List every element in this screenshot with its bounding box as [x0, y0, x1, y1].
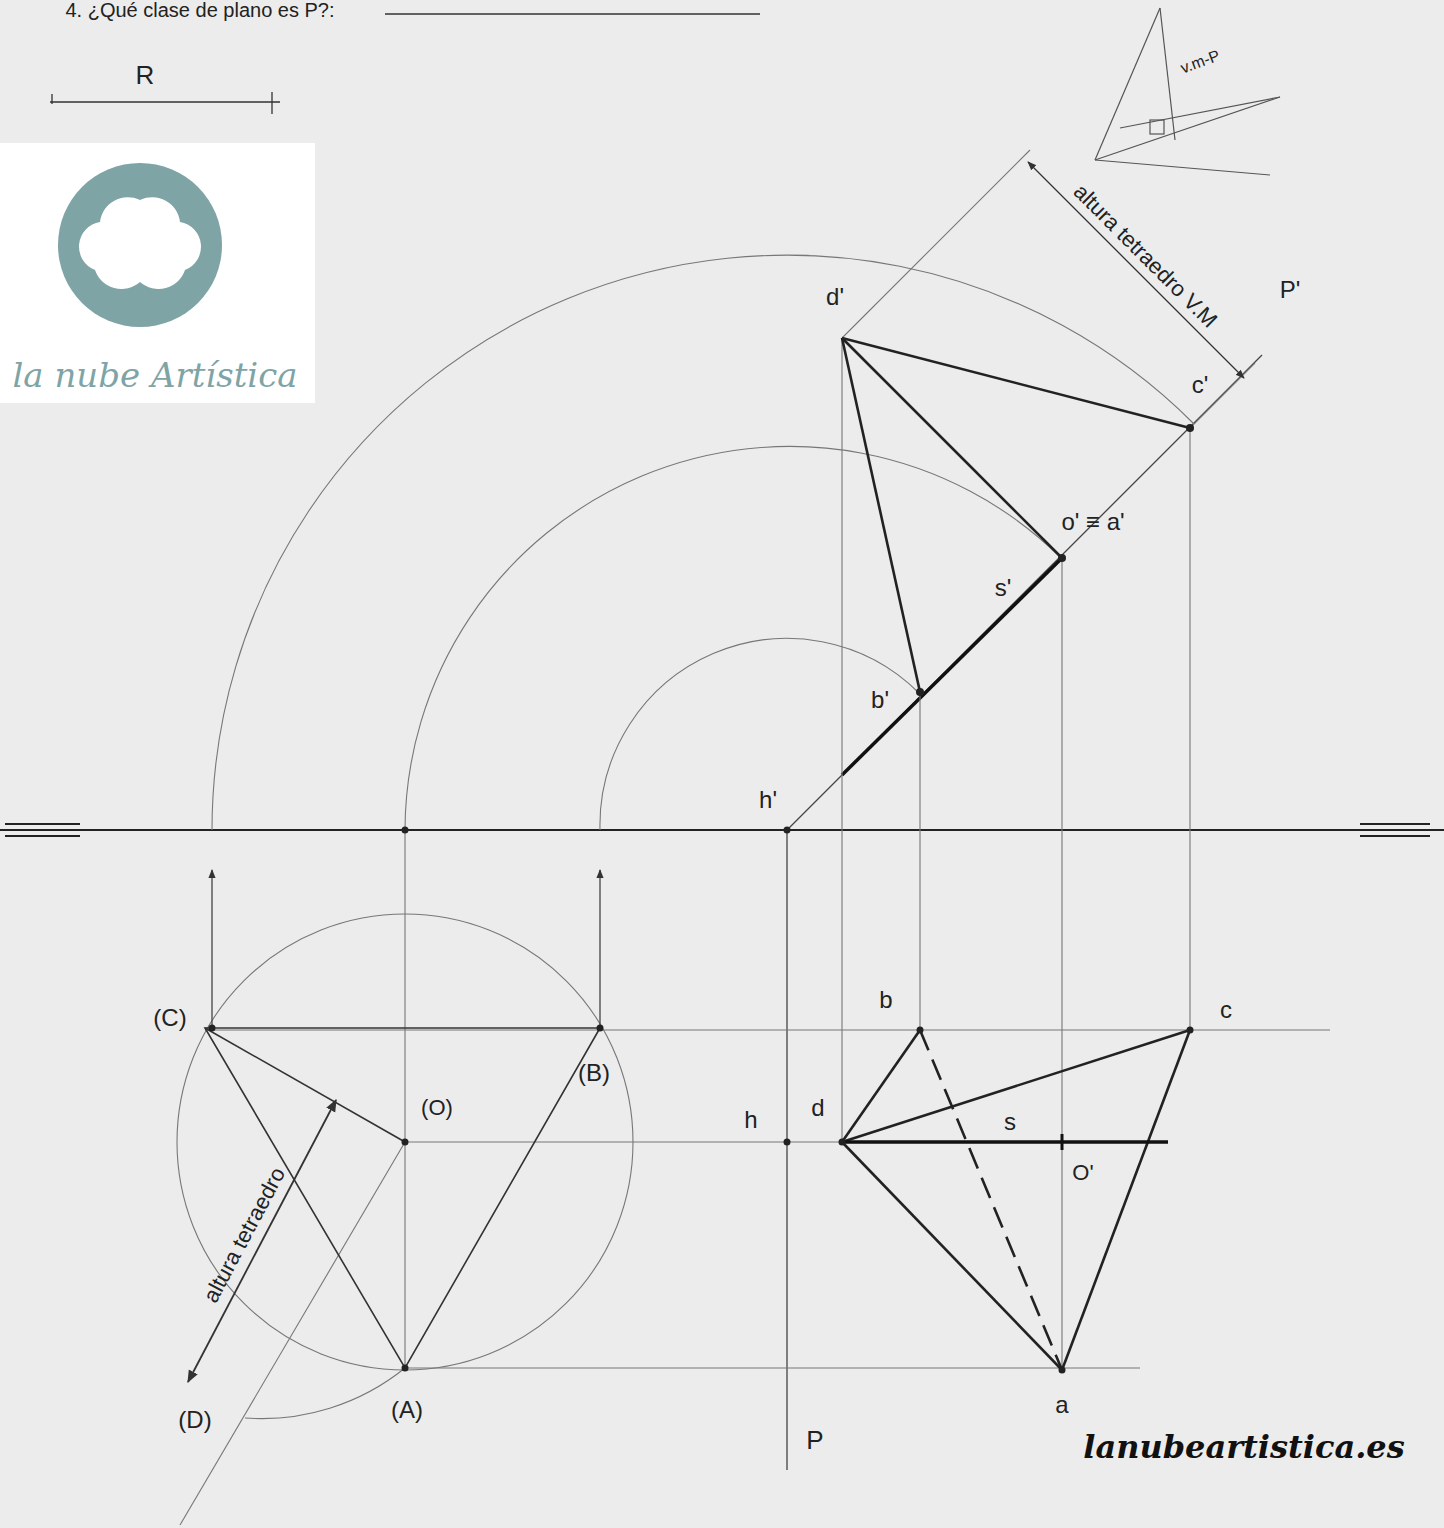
- dimension-label: altura tetraedro V.M: [1069, 180, 1221, 332]
- point-label: c': [1192, 373, 1209, 397]
- point-label: d: [811, 1096, 824, 1120]
- rebatted-point-label: (B): [578, 1061, 610, 1085]
- watermark: lanubeartistica.es: [1083, 1431, 1404, 1463]
- point-label: o' ≡ a': [1061, 510, 1124, 534]
- point-label: h': [759, 788, 777, 812]
- rebatted-point-label: (D): [178, 1408, 211, 1432]
- question-heading: 4. ¿Qué clase de plano es P?:: [65, 0, 334, 20]
- point-label: b: [879, 988, 892, 1012]
- logo-text: la nube Artística: [12, 358, 297, 392]
- trace-label: P: [806, 1427, 823, 1453]
- point-label: c: [1220, 998, 1232, 1022]
- dimension-label: altura tetraedro: [200, 1164, 289, 1306]
- point-label: O': [1072, 1162, 1093, 1184]
- point-label: h: [744, 1108, 757, 1132]
- scale-label: R: [136, 62, 155, 88]
- inset-label: v.m-P: [1178, 48, 1222, 77]
- rebatted-point-label: (A): [391, 1398, 423, 1422]
- point-label: d': [826, 285, 844, 309]
- rebatted-point-label: (O): [421, 1097, 453, 1119]
- point-label: b': [871, 688, 889, 712]
- rebatted-point-label: (C): [153, 1006, 186, 1030]
- trace-label: P': [1280, 278, 1301, 302]
- point-label: a: [1055, 1393, 1068, 1417]
- line-label: s: [1004, 1110, 1016, 1134]
- line-label: s': [995, 576, 1012, 600]
